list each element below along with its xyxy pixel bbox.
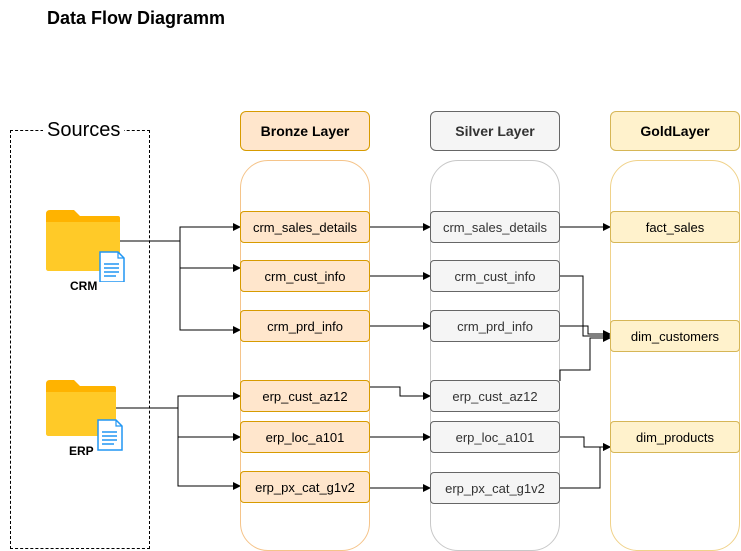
edge-b-s-erpcust (370, 386, 431, 400)
crm-folder-icon (46, 210, 128, 287)
bronze-node-erp-px-cat-g1v2: erp_px_cat_g1v2 (240, 471, 370, 503)
diagram-title: Data Flow Diagramm (47, 8, 226, 28)
silver-node-erp-cust-az12: erp_cust_az12 (430, 380, 560, 412)
erp-label: ERP (69, 444, 94, 458)
erp-folder-icon (46, 380, 128, 457)
silver-layer-header: Silver Layer (430, 111, 560, 151)
bronze-node-crm-cust-info: crm_cust_info (240, 260, 370, 292)
bronze-node-erp-loc-a101: erp_loc_a101 (240, 421, 370, 453)
edge-crm-cust (179, 241, 241, 272)
edge-erp-loc (177, 408, 241, 441)
silver-node-erp-loc-a101: erp_loc_a101 (430, 421, 560, 453)
silver-node-crm-prd-info: crm_prd_info (430, 310, 560, 342)
crm-label: CRM (70, 279, 98, 293)
silver-node-erp-px-cat-g1v2: erp_px_cat_g1v2 (430, 472, 560, 504)
edge-s-g-loc (560, 436, 611, 451)
sources-title: Sources (43, 119, 125, 142)
silver-node-crm-sales-details: crm_sales_details (430, 211, 560, 243)
bronze-node-crm-prd-info: crm_prd_info (240, 310, 370, 342)
bronze-layer-header: Bronze Layer (240, 111, 370, 151)
gold-node-dim-customers: dim_customers (610, 320, 740, 352)
edge-erp-cust (116, 392, 241, 409)
edge-crm-prd (179, 268, 241, 334)
gold-node-dim-products: dim_products (610, 421, 740, 453)
bronze-node-crm-sales-details: crm_sales_details (240, 211, 370, 243)
edge-crm-sales (120, 223, 241, 242)
silver-node-crm-cust-info: crm_cust_info (430, 260, 560, 292)
edge-s-g-cust (560, 275, 611, 340)
edge-s-g-px (560, 443, 611, 489)
sources-container: Sources (10, 119, 150, 549)
gold-layer-header: GoldLayer (610, 111, 740, 151)
bronze-node-erp-cust-az12: erp_cust_az12 (240, 380, 370, 412)
edge-erp-px (177, 437, 241, 490)
edge-s-g-erpcust (559, 334, 611, 381)
edge-s-g-prd (560, 325, 611, 338)
gold-node-fact-sales: fact_sales (610, 211, 740, 243)
